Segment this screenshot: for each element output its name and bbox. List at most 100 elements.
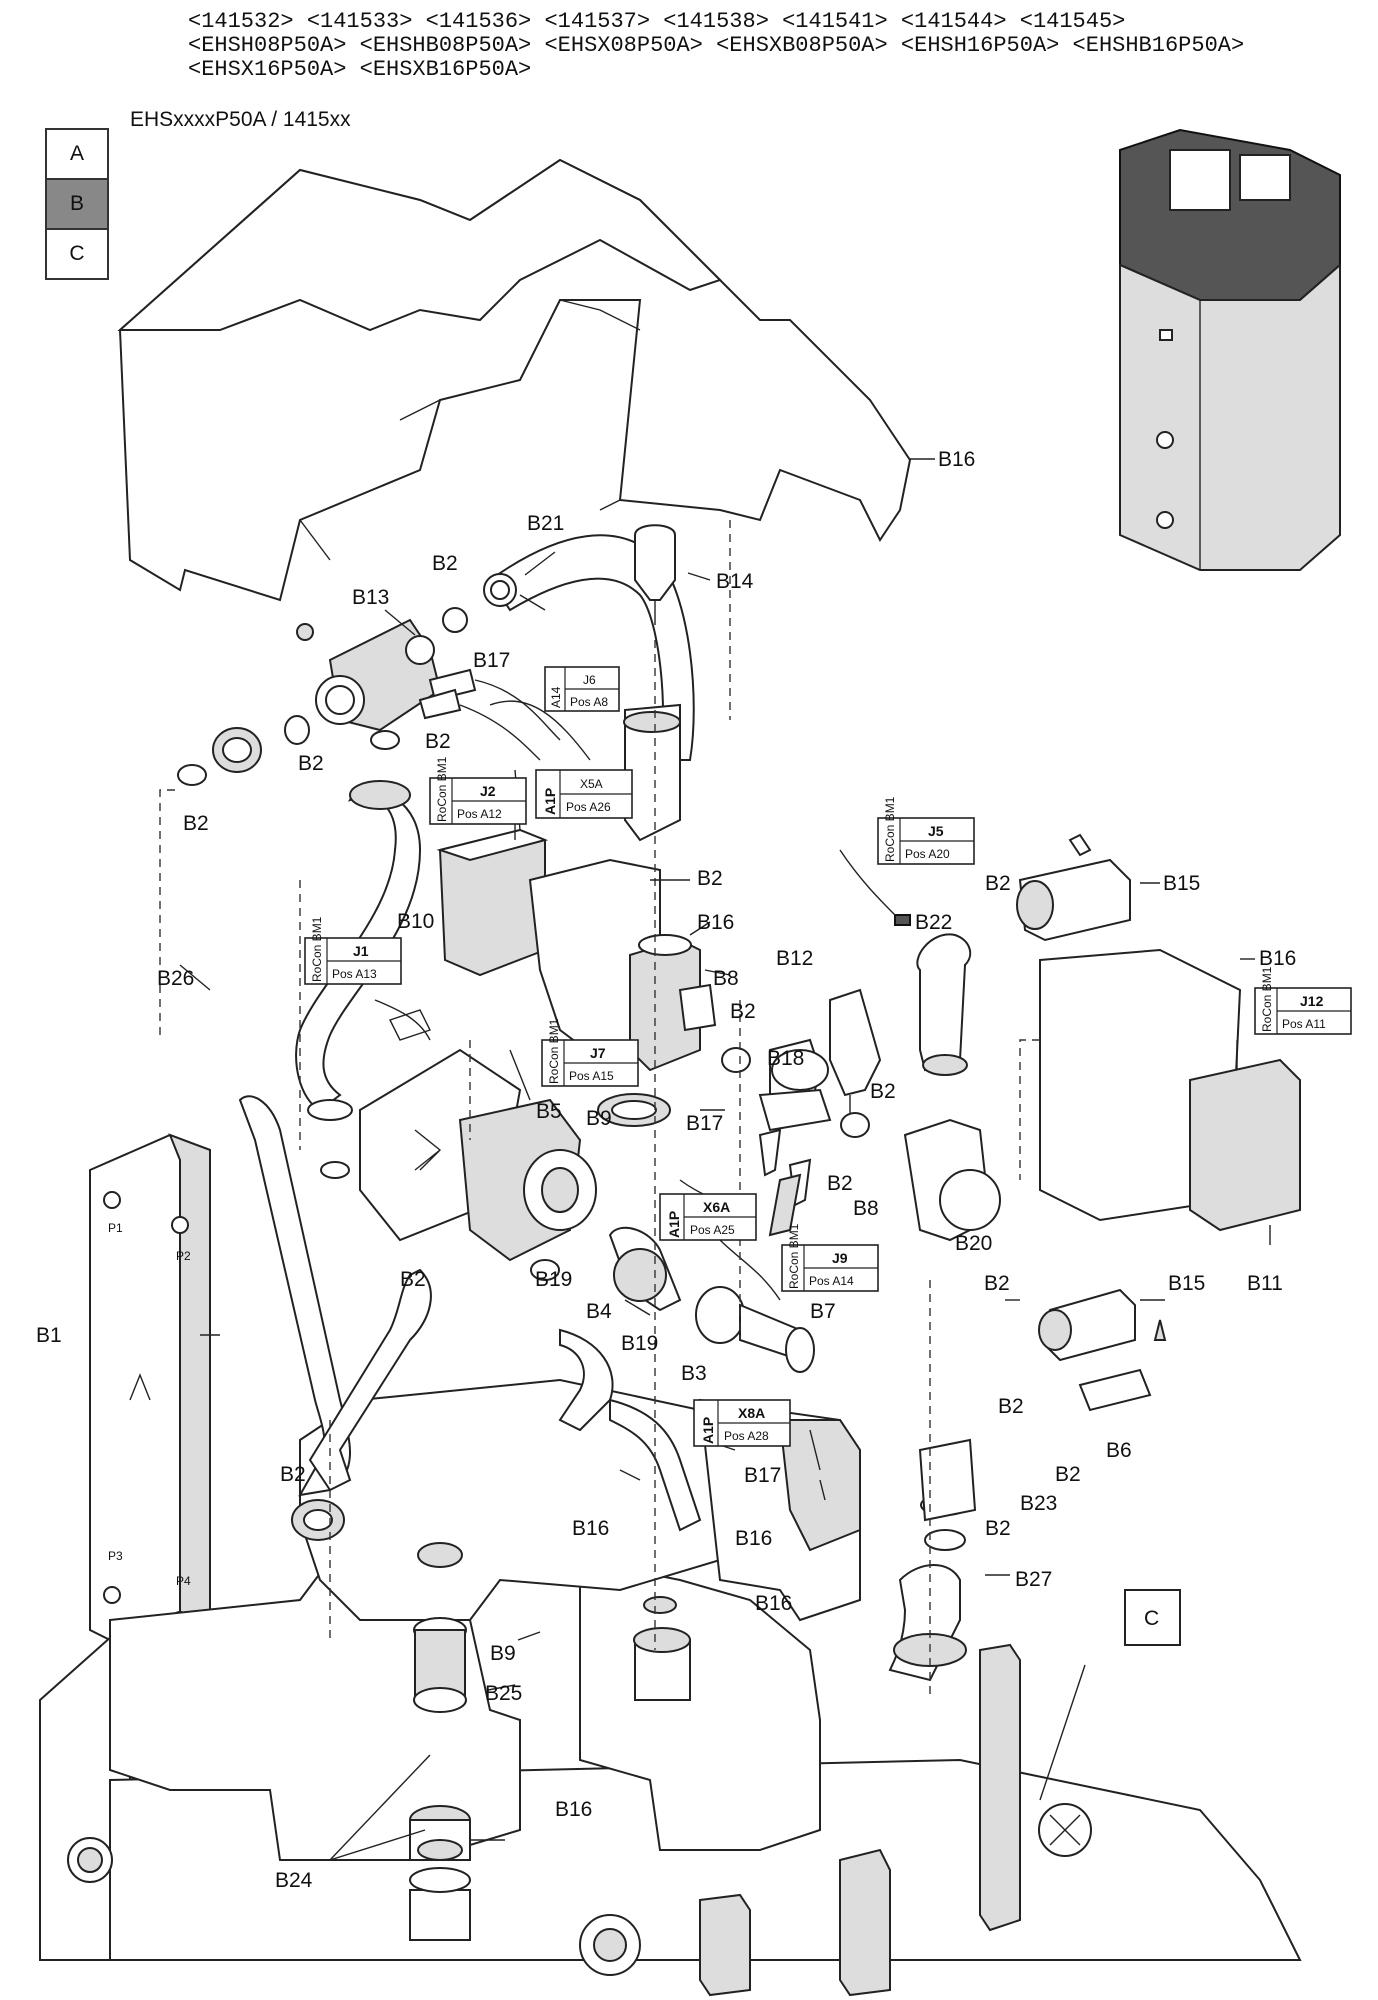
callout-c-label: C: [1144, 1607, 1159, 1630]
connector-x6a: A1P X6A Pos A25: [659, 1193, 757, 1241]
connector-x5a: A1P X5A Pos A26: [535, 769, 633, 819]
fitting-b18: A14 J6 Pos A8 A1P X5A Pos A26 RoCon BM1 …: [36, 448, 1352, 1941]
connector-j2: RoCon BM1 J2 Pos A12: [429, 756, 527, 825]
label-b17-a: B17: [473, 649, 510, 672]
label-b16-right: B16: [1259, 947, 1296, 970]
connector-j6-id: J6: [583, 673, 596, 687]
label-b8-b: B8: [853, 1197, 879, 1220]
connector-j6-pos: Pos A8: [570, 695, 608, 709]
port-p4-label: P4: [176, 1574, 191, 1588]
label-b16-lower-c: B16: [755, 1592, 792, 1615]
label-b14: B14: [716, 570, 754, 593]
label-b7: B7: [810, 1300, 836, 1323]
port-p3-label: P3: [108, 1549, 123, 1563]
part-labels: B16 B21 B2 B14 B13 B17 B2 B2 B2 B2 B15 B…: [36, 448, 1296, 1892]
section-b[interactable]: B: [47, 180, 107, 230]
label-b2-e: B2: [697, 867, 723, 890]
label-b17-c: B17: [744, 1464, 781, 1487]
section-a[interactable]: A: [47, 130, 107, 180]
connector-j5-side: RoCon BM1: [883, 796, 897, 862]
label-b6: B6: [1106, 1439, 1132, 1462]
label-b2-g: B2: [730, 1000, 756, 1023]
label-b12: B12: [776, 947, 813, 970]
connector-j12-side: RoCon BM1: [1260, 966, 1274, 1032]
connector-x8a-side: A1P: [700, 1417, 716, 1444]
connector-j5: RoCon BM1 J5 Pos A20: [877, 796, 975, 865]
pipe-b26: A14 J6 Pos A8 A1P X5A Pos A26 RoCon BM1 …: [36, 448, 1352, 1941]
connector-j6: A14 J6 Pos A8: [544, 666, 620, 712]
port-p1-label: P1: [108, 1221, 123, 1235]
connector-j12-id: J12: [1300, 993, 1324, 1009]
connector-j9: RoCon BM1 J9 Pos A14: [781, 1223, 879, 1292]
connector-j9-pos: Pos A14: [809, 1274, 854, 1288]
connector-j12: RoCon BM1 J12 Pos A11: [1254, 966, 1352, 1035]
label-b16-mid: B16: [697, 911, 734, 934]
label-b10: B10: [397, 910, 434, 933]
connector-x8a-id: X8A: [738, 1405, 765, 1421]
label-b2-i: B2: [827, 1172, 853, 1195]
label-b27: B27: [1015, 1568, 1052, 1591]
pipe-b21: A14 J6 Pos A8 A1P X5A Pos A26 RoCon BM1 …: [36, 448, 1352, 1941]
section-index: A B C: [45, 128, 109, 280]
label-b11: B11: [1247, 1272, 1283, 1295]
section-c[interactable]: C: [69, 242, 85, 265]
leader-lines: A14 J6 Pos A8 A1P X5A Pos A26 RoCon BM1 …: [36, 448, 1352, 1892]
label-b19-a: B19: [535, 1268, 572, 1291]
diagram-subtitle: EHSxxxxP50A / 1415xx: [130, 108, 351, 131]
label-b3: B3: [681, 1362, 707, 1385]
label-b2-c: B2: [298, 752, 324, 775]
connector-x6a-pos: Pos A25: [690, 1223, 735, 1237]
label-b2-k: B2: [984, 1272, 1010, 1295]
connector-j1-id: J1: [353, 943, 369, 959]
connector-x5a-pos: Pos A26: [566, 800, 611, 814]
label-b13: B13: [352, 586, 389, 609]
label-b22: B22: [915, 911, 952, 934]
label-b2-n: B2: [280, 1463, 306, 1486]
label-b15-b: B15: [1168, 1272, 1205, 1295]
connector-x8a: A1P X8A Pos A28: [693, 1399, 791, 1447]
connector-j2-id: J2: [480, 783, 496, 799]
connector-j5-pos: Pos A20: [905, 847, 950, 861]
label-b4: B4: [586, 1300, 612, 1323]
label-b16-bottom: B16: [555, 1798, 592, 1821]
label-b2-m: B2: [1055, 1463, 1081, 1486]
label-b2-d: B2: [183, 812, 209, 835]
model-header: <141532> <141533> <141536> <141537> <141…: [188, 10, 1244, 82]
header-line-2: <EHSH08P50A> <EHSHB08P50A> <EHSX08P50A> …: [188, 33, 1245, 58]
connector-j2-pos: Pos A12: [457, 807, 502, 821]
connector-j1: RoCon BM1 J1 Pos A13: [304, 916, 402, 985]
label-b2-j: B2: [400, 1268, 426, 1291]
valve-frame-b16: A14 J6 Pos A8 A1P X5A Pos A26 RoCon BM1 …: [36, 448, 1352, 1941]
label-b20: B20: [955, 1232, 992, 1255]
label-b1: B1: [36, 1324, 62, 1347]
connector-j2-side: RoCon BM1: [435, 756, 449, 822]
base-housing: A14 J6 Pos A8 A1P X5A Pos A26 RoCon BM1 …: [36, 448, 1352, 1997]
pump-b5: A14 J6 Pos A8 A1P X5A Pos A26 RoCon BM1 …: [36, 448, 1352, 1941]
label-b17-b: B17: [686, 1112, 723, 1135]
connector-j5-id: J5: [928, 823, 944, 839]
section-c-callout: C: [1124, 1589, 1181, 1646]
connector-j9-id: J9: [832, 1250, 848, 1266]
plate-heat-exchanger: P1 P2 P3 P4: [36, 448, 1352, 1997]
port-p2-label: P2: [176, 1249, 191, 1263]
lower-fittings: A14 J6 Pos A8 A1P X5A Pos A26 RoCon BM1 …: [36, 448, 1352, 1941]
label-b24: B24: [275, 1869, 313, 1892]
header-line-3: <EHSX16P50A> <EHSXB16P50A>: [188, 57, 532, 82]
label-b2-f: B2: [985, 872, 1011, 895]
pipe-b19: A14 J6 Pos A8 A1P X5A Pos A26 RoCon BM1 …: [36, 448, 1352, 1941]
connector-j12-pos: Pos A11: [1282, 1017, 1326, 1031]
label-b19-b: B19: [621, 1332, 658, 1355]
pressure-sensor-b12: A14 J6 Pos A8 A1P X5A Pos A26 RoCon BM1 …: [36, 448, 1352, 1941]
label-b2-a: B2: [432, 552, 458, 575]
connector-j7-side: RoCon BM1: [547, 1018, 561, 1084]
connector-j1-side: RoCon BM1: [310, 916, 324, 982]
connector-j9-side: RoCon BM1: [787, 1223, 801, 1289]
label-b2-b: B2: [425, 730, 451, 753]
top-insulation-cover: P1 P2 P3 P4: [36, 128, 1352, 1997]
connector-j7: RoCon BM1 J7 Pos A15: [541, 1018, 639, 1087]
label-b23: B23: [1020, 1492, 1057, 1515]
connector-j1-pos: Pos A13: [332, 967, 377, 981]
actuator-b10: A14 J6 Pos A8 A1P X5A Pos A26 RoCon BM1 …: [36, 448, 1352, 1941]
label-b21: B21: [527, 512, 564, 535]
